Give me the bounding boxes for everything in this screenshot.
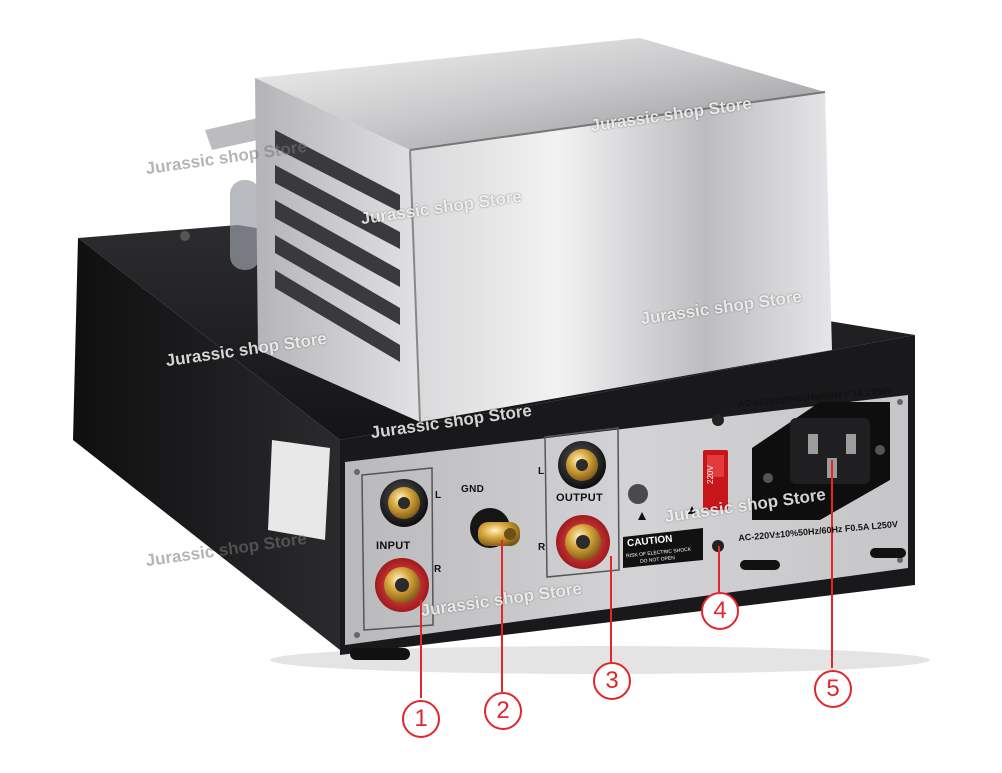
- callout-5: 5: [814, 670, 852, 708]
- serial-label: [268, 440, 330, 540]
- voltage-switch-label: 220V: [706, 465, 715, 484]
- caution-sticker: [623, 528, 703, 568]
- input-right-rca-icon: [375, 558, 429, 612]
- callout-2: 2: [484, 692, 522, 730]
- output-box: [544, 427, 620, 578]
- voltage-switch: [703, 450, 728, 510]
- tube-glass: [230, 180, 260, 270]
- input-l-marker: L: [435, 490, 442, 501]
- gnd-post-icon: [470, 508, 520, 548]
- output-right-rca-icon: [556, 515, 610, 569]
- cover-top: [255, 38, 825, 150]
- foot: [350, 648, 410, 660]
- input-label: INPUT: [376, 540, 411, 552]
- power-inlet-icon: [752, 402, 890, 520]
- foot: [870, 548, 906, 558]
- cover-vents: [275, 130, 400, 362]
- callout-4: 4: [701, 592, 739, 630]
- foot: [740, 560, 780, 570]
- input-box: [361, 467, 434, 631]
- chassis-side: [73, 238, 340, 650]
- floor-shadow: [270, 646, 930, 674]
- gnd-label: GND: [461, 484, 485, 495]
- callout-1: 1: [402, 700, 440, 738]
- input-r-marker: R: [434, 564, 442, 575]
- output-l-marker: L: [538, 466, 545, 477]
- output-label: OUTPUT: [556, 492, 604, 504]
- panel-screw-icon: [628, 484, 648, 504]
- output-left-rca-icon: [558, 441, 606, 489]
- callout-lines: [420, 460, 833, 698]
- cover-front: [410, 92, 832, 422]
- bracket: [205, 118, 258, 150]
- callout-3: 3: [593, 662, 631, 700]
- output-r-marker: R: [538, 542, 546, 553]
- input-left-rca-icon: [380, 479, 428, 527]
- chassis-screw-icon: [180, 231, 190, 241]
